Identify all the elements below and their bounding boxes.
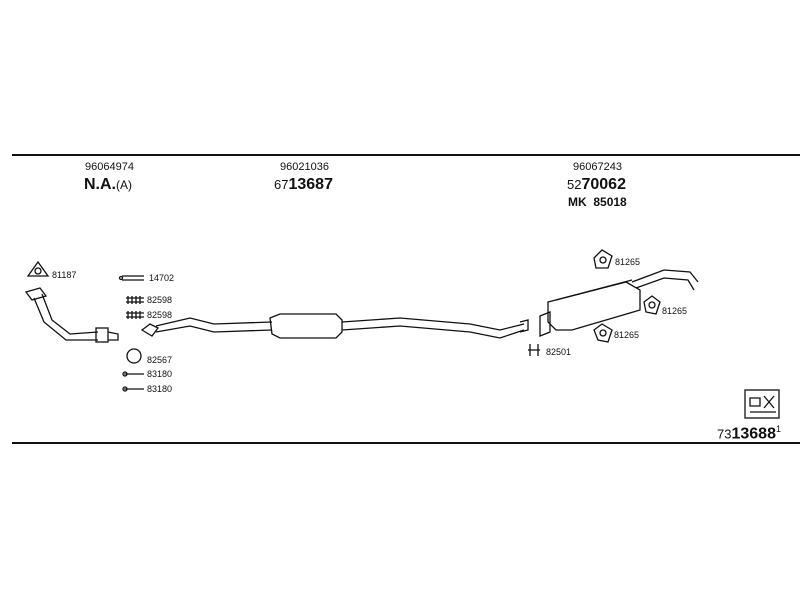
front-pipe-availability: N.A.(A) (84, 176, 132, 194)
rubber-mount-icon (593, 323, 613, 343)
hanger-icon (528, 344, 540, 356)
complete-system-code: 73136881 (717, 424, 781, 443)
clamp-icon (118, 275, 144, 281)
code-prefix: 73 (717, 426, 732, 442)
kit-number: 85018 (593, 195, 627, 209)
kit-prefix: MK (568, 195, 587, 209)
callout-82567: 82567 (147, 355, 173, 365)
rear-silencer-code: 5270062 (567, 176, 626, 194)
part-number-rear-silencer: 96067243 (573, 161, 622, 173)
code-suffix: 1 (775, 424, 781, 434)
callout-81265: 81265 (662, 306, 688, 316)
spring-icon (126, 296, 144, 304)
middle-silencer-drawing (140, 313, 529, 339)
code-main: 13687 (288, 176, 333, 193)
bolt-icon (122, 371, 144, 377)
mounting-kit-label: MK 85018 (568, 195, 627, 209)
callout-81265: 81265 (615, 257, 641, 267)
callout-82501: 82501 (546, 347, 572, 357)
bolt-icon (122, 386, 144, 392)
sealing-ring-icon (126, 348, 142, 364)
code-main: 13688 (731, 425, 776, 443)
rubber-mount-icon (593, 249, 613, 269)
rubber-mount-icon (643, 295, 661, 315)
middle-silencer-code: 6713687 (274, 176, 333, 194)
top-divider-line (12, 154, 800, 156)
callout-82598: 82598 (147, 310, 173, 320)
code-prefix: 52 (567, 177, 582, 192)
bottom-divider-line (12, 442, 800, 444)
availability-suffix: (A) (116, 178, 132, 192)
code-main: 70062 (581, 176, 626, 193)
front-pipe-drawing (24, 287, 119, 343)
spring-icon (126, 311, 144, 319)
part-number-front-pipe: 96064974 (85, 161, 134, 173)
part-number-middle-silencer: 96021036 (280, 161, 329, 173)
rear-silencer-drawing (539, 269, 699, 337)
callout-83180: 83180 (147, 384, 173, 394)
availability-label: N.A. (84, 176, 116, 193)
callout-14702: 14702 (149, 273, 175, 283)
callout-81187: 81187 (52, 270, 77, 280)
callout-81265: 81265 (614, 330, 640, 340)
code-prefix: 67 (274, 177, 289, 192)
flange-gasket-icon (26, 260, 50, 277)
callout-83180: 83180 (147, 369, 173, 379)
callout-82598: 82598 (147, 295, 173, 305)
assembly-instructions-icon (744, 389, 780, 419)
